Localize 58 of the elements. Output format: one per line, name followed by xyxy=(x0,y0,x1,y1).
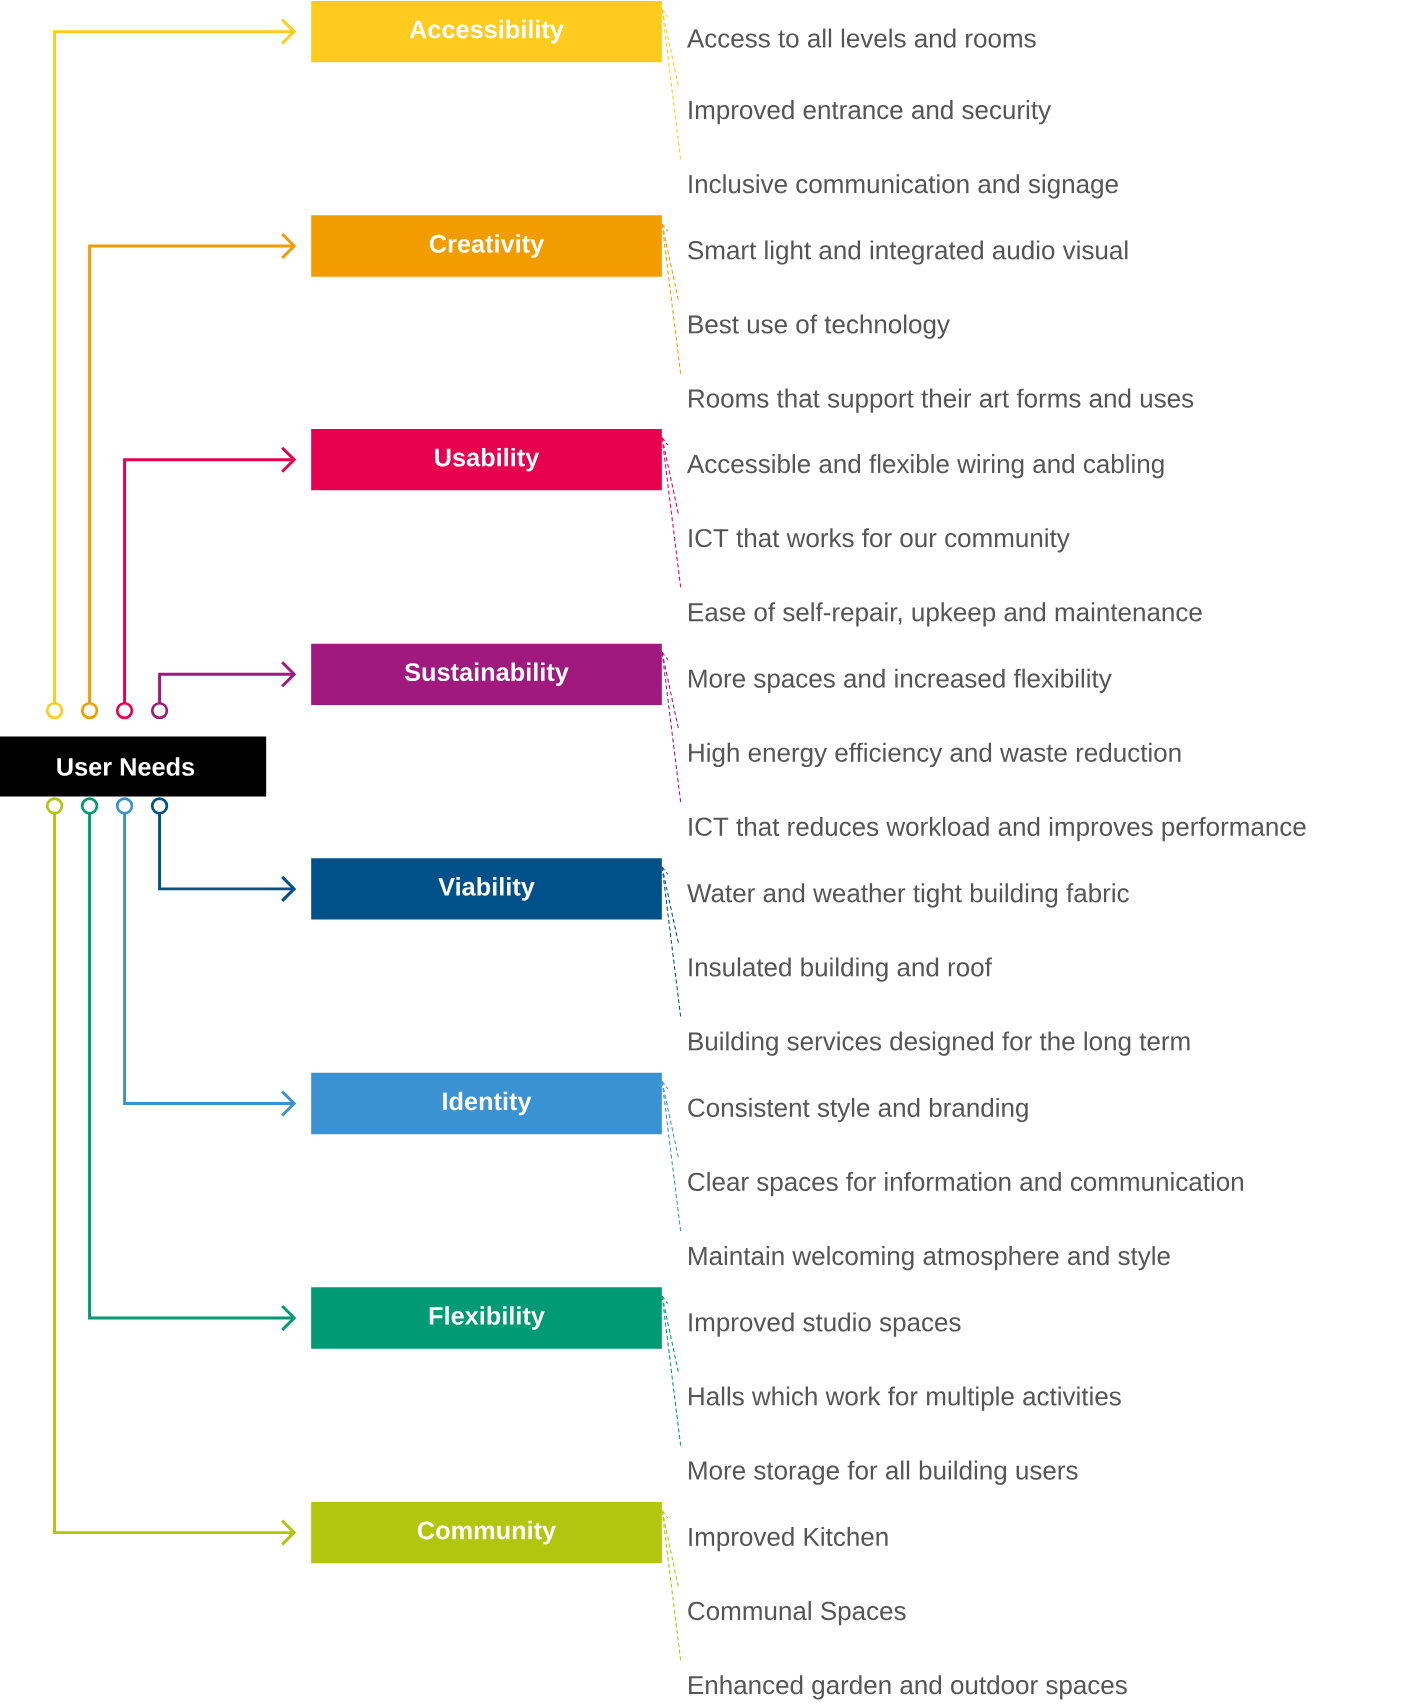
item-text: Enhanced garden and outdoor spaces xyxy=(689,1675,1127,1700)
item-text: Rooms that support their art forms and uses xyxy=(689,388,1194,413)
leader-line xyxy=(661,437,669,446)
item-text: Building services designed for the long term xyxy=(689,1031,1190,1056)
leader-line xyxy=(661,651,669,661)
leader-line xyxy=(661,1510,682,1662)
item-text: Consistent style and branding xyxy=(688,1097,1028,1123)
category-box: Usability xyxy=(311,429,662,491)
arrow xyxy=(80,797,297,1332)
item-text: Communal Spaces xyxy=(688,1601,906,1626)
category-box: Community xyxy=(311,1501,662,1564)
item-text: More spaces and increased flexibility xyxy=(689,668,1112,693)
item-text: Accessible and flexible wiring and cabling xyxy=(687,454,1164,479)
item-text: Ease of self-repair, upkeep and maintenance xyxy=(689,602,1202,627)
item-text: Smart light and integrated audio visual xyxy=(688,240,1128,265)
leader-line xyxy=(661,1295,669,1304)
leader-line xyxy=(661,651,682,804)
leader-line xyxy=(661,1295,682,1447)
leader-line xyxy=(661,1081,682,1233)
category-box: Creativity xyxy=(311,215,662,277)
item-text: Inclusive communication and signage xyxy=(689,174,1118,199)
item-text: Improved studio spaces xyxy=(689,1312,961,1337)
leader-line xyxy=(661,223,682,375)
root-box: User Needs xyxy=(0,736,267,797)
leader-line xyxy=(661,1081,669,1090)
item-text: High energy efficiency and waste reduction xyxy=(689,742,1181,767)
arrow xyxy=(80,232,297,720)
item-text: Clear spaces for information and communication xyxy=(688,1172,1243,1197)
item-text: Maintain welcoming atmosphere and style xyxy=(689,1246,1170,1271)
category-box: Sustainability xyxy=(311,643,662,705)
item-text: Halls which work for multiple activities xyxy=(689,1386,1121,1411)
item-text: Access to all levels and rooms xyxy=(687,28,1036,48)
arrow xyxy=(150,797,297,902)
item-text: Improved Kitchen xyxy=(689,1527,888,1552)
leader-line xyxy=(661,9,682,161)
category-box: Viability xyxy=(311,858,662,920)
arrow xyxy=(45,18,297,720)
leader-line xyxy=(661,1510,669,1519)
category-box: Identity xyxy=(311,1072,662,1135)
item-text: ICT that works for our community xyxy=(689,528,1070,553)
item-text: ICT that reduces workload and improves performance xyxy=(689,816,1306,842)
arrow xyxy=(45,797,297,1546)
category-box: Accessibility xyxy=(311,0,662,63)
arrow xyxy=(115,446,297,720)
item-text: Insulated building and roof xyxy=(689,957,992,982)
arrow xyxy=(115,797,297,1117)
leader-line xyxy=(661,9,669,18)
leader-line xyxy=(661,866,682,1018)
leader-line xyxy=(661,1081,679,1159)
item-text: Best use of technology xyxy=(689,314,950,339)
item-text: Water and weather tight building fabric xyxy=(687,883,1129,908)
item-text: More storage for all building users xyxy=(689,1460,1078,1485)
leader-line xyxy=(661,437,682,589)
item-text: Improved entrance and security xyxy=(689,100,1051,125)
leader-line xyxy=(661,866,669,875)
arrow xyxy=(150,661,297,720)
leader-line xyxy=(661,223,669,232)
category-box: Flexibility xyxy=(311,1287,662,1349)
